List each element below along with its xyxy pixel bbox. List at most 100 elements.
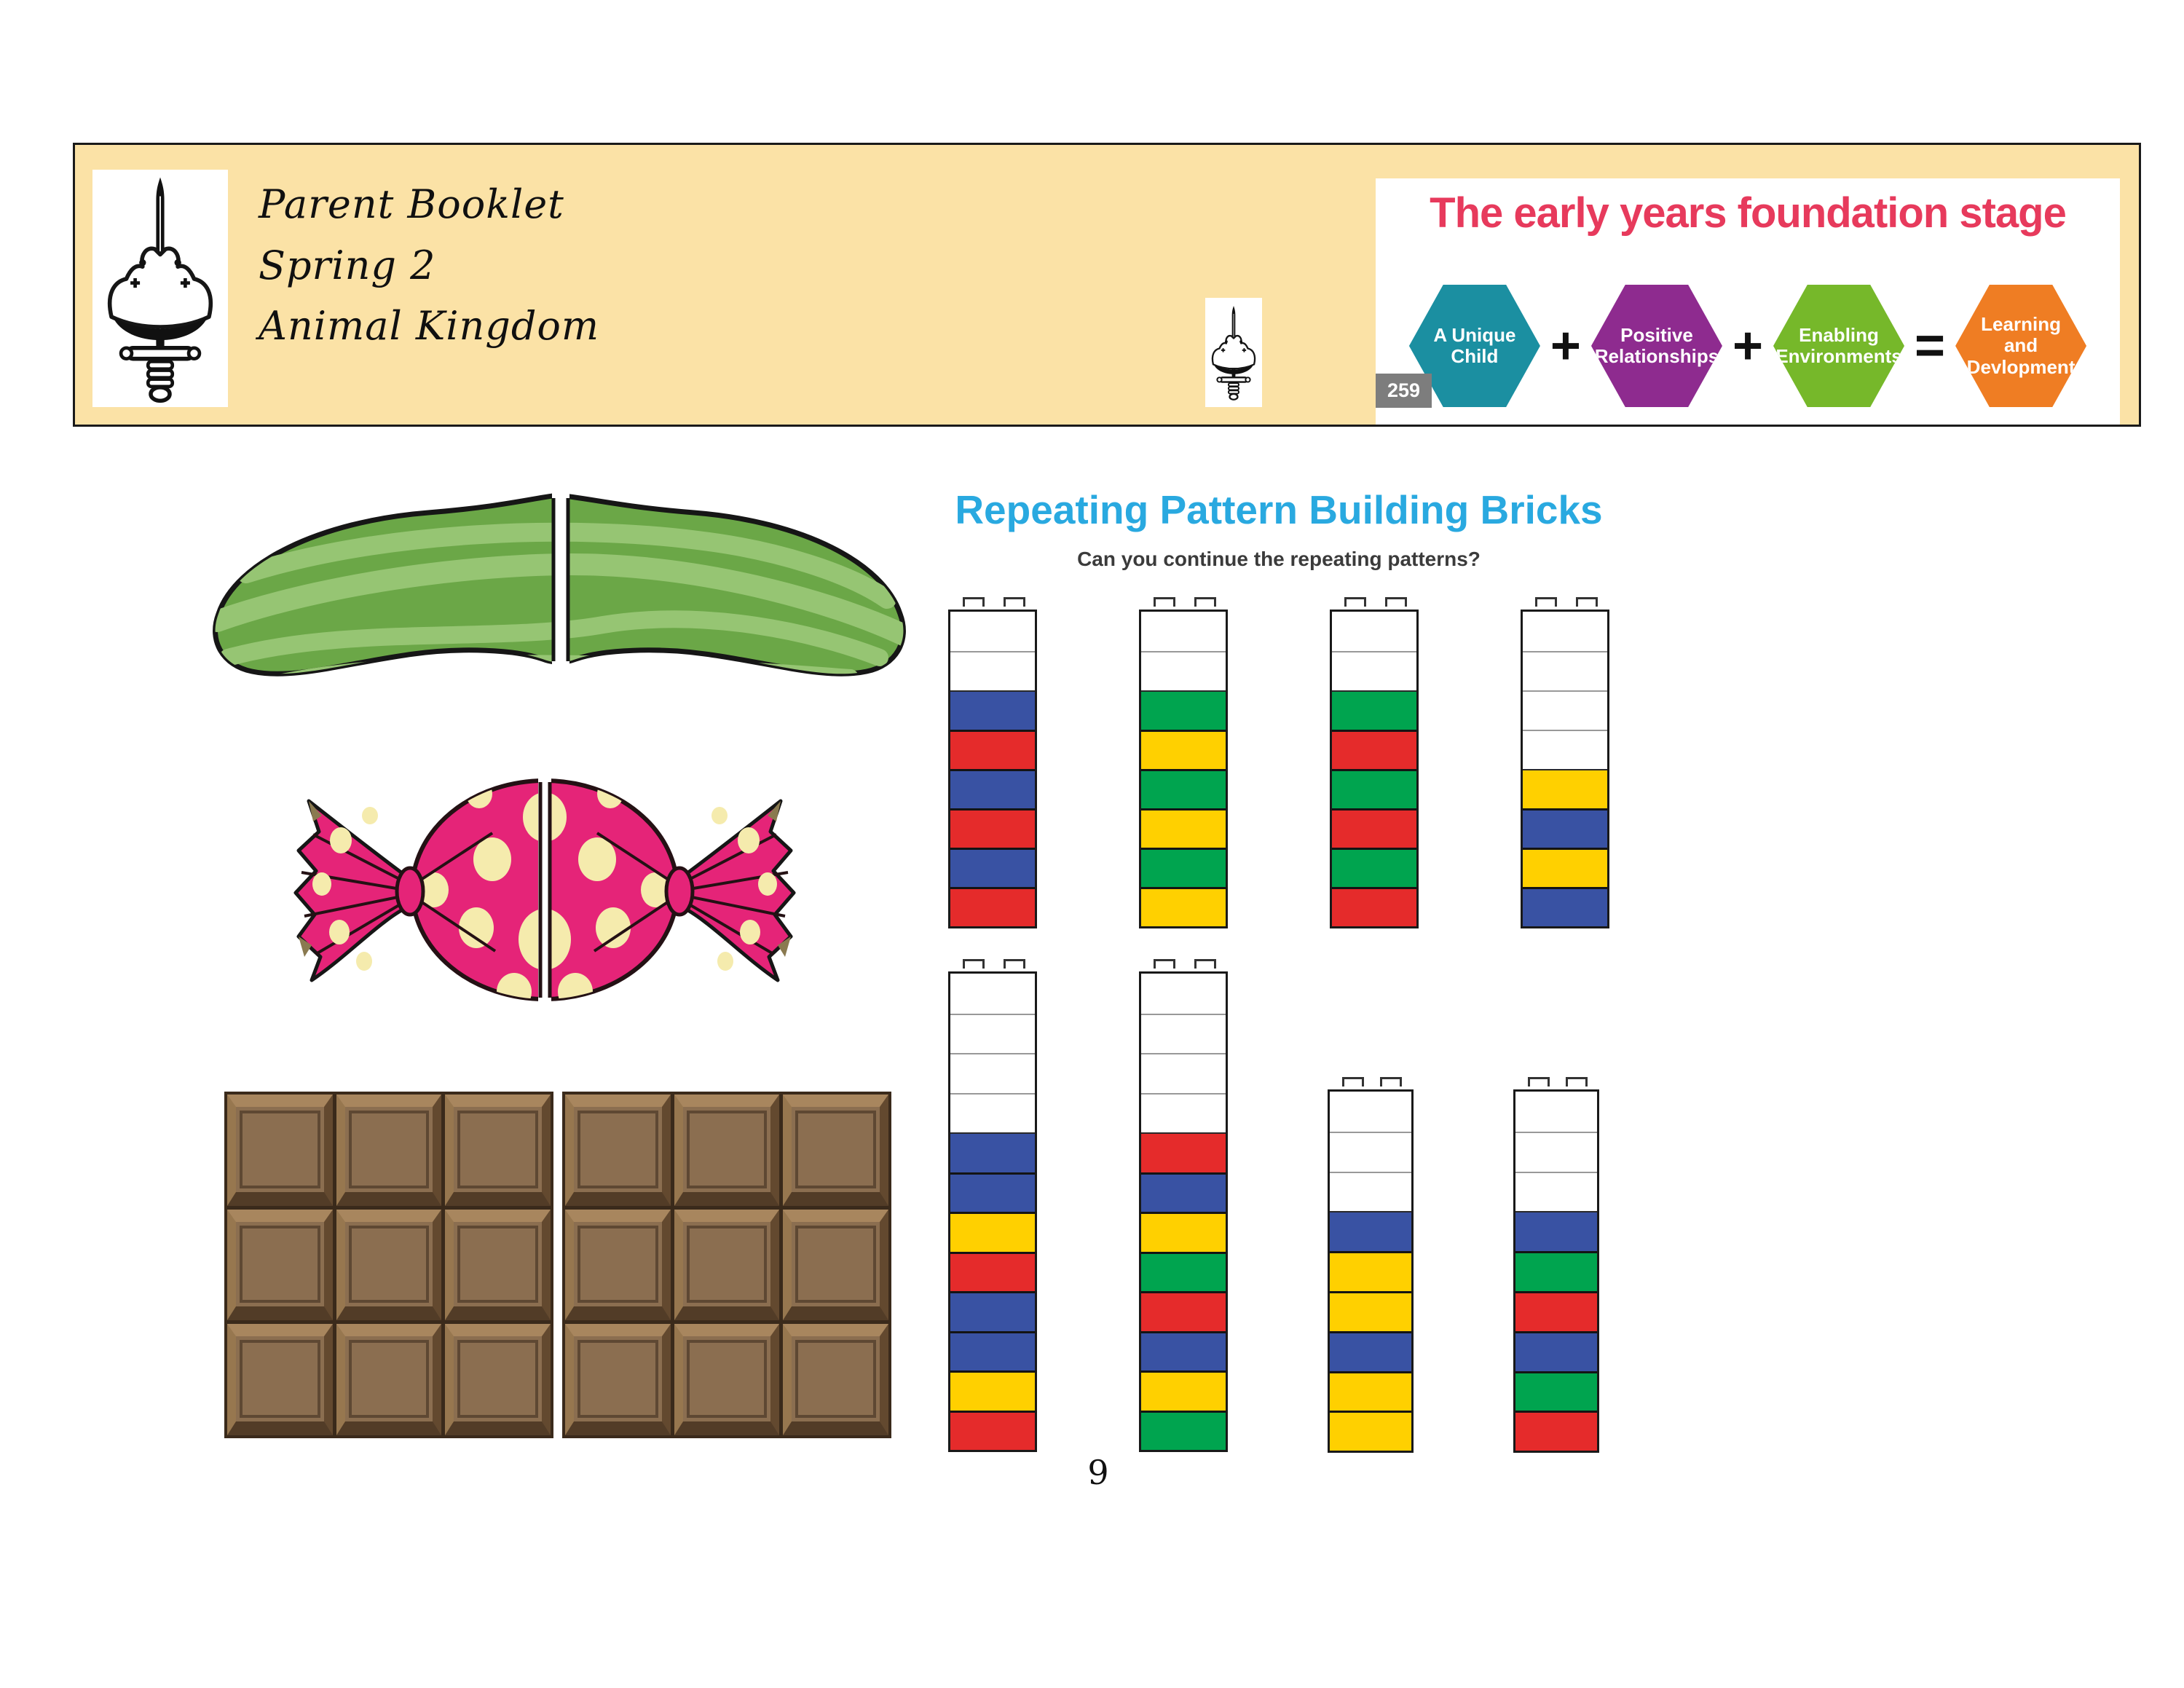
brick-cell-red bbox=[1515, 1411, 1597, 1451]
chocolate-piece bbox=[674, 1209, 780, 1321]
chocolate-half bbox=[562, 1092, 891, 1438]
brick-cell-yellow bbox=[1330, 1290, 1411, 1331]
brick-cell-red bbox=[950, 730, 1035, 769]
brick-cell-blue bbox=[950, 769, 1035, 808]
brick-cell-blue bbox=[1330, 1330, 1411, 1371]
eyfs-hexagon-enabling-environments: Enabling Environments bbox=[1773, 285, 1905, 407]
brick-stud bbox=[1535, 597, 1557, 607]
sword-crown-icon bbox=[1205, 298, 1262, 407]
chocolate-half bbox=[224, 1092, 553, 1438]
brick-cell-red bbox=[950, 887, 1035, 926]
brick-stud bbox=[1194, 597, 1216, 607]
brick-cell-white bbox=[950, 1053, 1035, 1093]
brick-cell-red bbox=[1332, 730, 1416, 769]
brick-stud bbox=[1154, 959, 1175, 969]
brick-cell-white bbox=[1332, 651, 1416, 690]
brick-cell-yellow bbox=[1330, 1411, 1411, 1451]
brick-cell-green bbox=[1141, 1251, 1226, 1291]
brick-cell-green bbox=[1141, 848, 1226, 887]
brick-stud bbox=[1194, 959, 1216, 969]
brick-cell-yellow bbox=[1141, 887, 1226, 926]
brick-tower-body bbox=[948, 610, 1037, 928]
sword-crown-icon bbox=[92, 170, 228, 407]
brick-cell-white bbox=[950, 612, 1035, 651]
brick-cell-white bbox=[1523, 690, 1607, 730]
eyfs-hexagon-learning-development: Learning and Devlopment bbox=[1955, 285, 2087, 407]
brick-cell-white bbox=[1141, 651, 1226, 690]
brick-cell-green bbox=[1332, 848, 1416, 887]
chocolate-piece bbox=[227, 1209, 333, 1321]
brick-stud bbox=[1154, 597, 1175, 607]
eyfs-hexagon-row: A Unique Child + Positive Relationships … bbox=[1376, 285, 2120, 407]
brick-cell-white bbox=[950, 651, 1035, 690]
chocolate-piece bbox=[674, 1095, 780, 1206]
brick-cell-blue bbox=[1523, 887, 1607, 926]
brick-cell-red bbox=[1141, 1291, 1226, 1331]
page-number: 9 bbox=[1087, 1453, 1109, 1492]
brick-stud bbox=[1342, 1077, 1364, 1086]
brick-tower-body bbox=[1521, 610, 1609, 928]
brick-cell-white bbox=[1515, 1131, 1597, 1172]
brick-cell-blue bbox=[1330, 1211, 1411, 1252]
brick-cell-red bbox=[950, 1251, 1035, 1291]
brick-cell-red bbox=[950, 1410, 1035, 1450]
eyfs-hexagon-positive-relationships: Positive Relationships bbox=[1590, 285, 1722, 407]
brick-cell-blue bbox=[950, 1291, 1035, 1331]
brick-studs bbox=[948, 597, 1037, 607]
chocolate-piece bbox=[565, 1095, 671, 1206]
brick-stud bbox=[1566, 1077, 1588, 1086]
booklet-title-line: Spring 2 bbox=[259, 242, 436, 288]
chocolate-piece bbox=[783, 1324, 888, 1435]
brick-cell-yellow bbox=[1141, 730, 1226, 769]
brick-cell-blue bbox=[950, 690, 1035, 730]
plus-sign: + bbox=[1550, 317, 1581, 375]
brick-cell-blue bbox=[950, 1330, 1035, 1370]
brick-cell-white bbox=[950, 1013, 1035, 1053]
chocolate-piece bbox=[674, 1324, 780, 1435]
brick-cell-blue bbox=[1523, 808, 1607, 848]
brick-stud bbox=[963, 959, 985, 969]
chocolate-piece bbox=[783, 1095, 888, 1206]
brick-cell-white bbox=[1141, 974, 1226, 1014]
brick-cell-red bbox=[950, 808, 1035, 848]
chocolate-piece bbox=[783, 1209, 888, 1321]
brick-cell-blue bbox=[1141, 1330, 1226, 1370]
brick-cell-green bbox=[1332, 690, 1416, 730]
brick-cell-blue bbox=[950, 848, 1035, 887]
brick-tower-body bbox=[1139, 971, 1228, 1452]
plus-sign: + bbox=[1732, 317, 1764, 375]
eyfs-title: The early years foundation stage bbox=[1430, 189, 2067, 237]
brick-tower-body bbox=[1139, 610, 1228, 928]
brick-studs bbox=[1139, 959, 1228, 969]
brick-stud bbox=[1576, 597, 1598, 607]
brick-studs bbox=[948, 959, 1037, 969]
eyfs-graphic: The early years foundation stage A Uniqu… bbox=[1376, 178, 2120, 425]
brick-tower bbox=[1330, 597, 1419, 928]
brick-tower-body bbox=[1513, 1089, 1599, 1454]
worksheet-subtitle: Can you continue the repeating patterns? bbox=[1077, 548, 1481, 570]
brick-cell-blue bbox=[950, 1132, 1035, 1172]
brick-stud bbox=[1528, 1077, 1550, 1086]
worksheet-title: Repeating Pattern Building Bricks bbox=[955, 487, 1603, 532]
brick-cell-green bbox=[1515, 1251, 1597, 1291]
chocolate-piece bbox=[445, 1324, 551, 1435]
brick-cell-green bbox=[1141, 1410, 1226, 1450]
brick-cell-red bbox=[1515, 1290, 1597, 1331]
brick-tower bbox=[1521, 597, 1609, 928]
brick-studs bbox=[1330, 597, 1419, 607]
brick-stud bbox=[1004, 597, 1025, 607]
brick-cell-red bbox=[1332, 808, 1416, 848]
brick-tower bbox=[948, 597, 1037, 928]
brick-cell-white bbox=[1330, 1092, 1411, 1132]
equals-sign: = bbox=[1915, 317, 1946, 375]
brick-cell-blue bbox=[1515, 1211, 1597, 1252]
brick-cell-yellow bbox=[950, 1212, 1035, 1252]
brick-cell-yellow bbox=[950, 1370, 1035, 1411]
brick-studs bbox=[1521, 597, 1609, 607]
cucumber-halves-illustration bbox=[213, 489, 906, 680]
brick-cell-blue bbox=[1141, 1172, 1226, 1212]
brick-cell-red bbox=[1332, 887, 1416, 926]
chocolate-piece bbox=[227, 1324, 333, 1435]
brick-tower bbox=[948, 959, 1037, 1452]
